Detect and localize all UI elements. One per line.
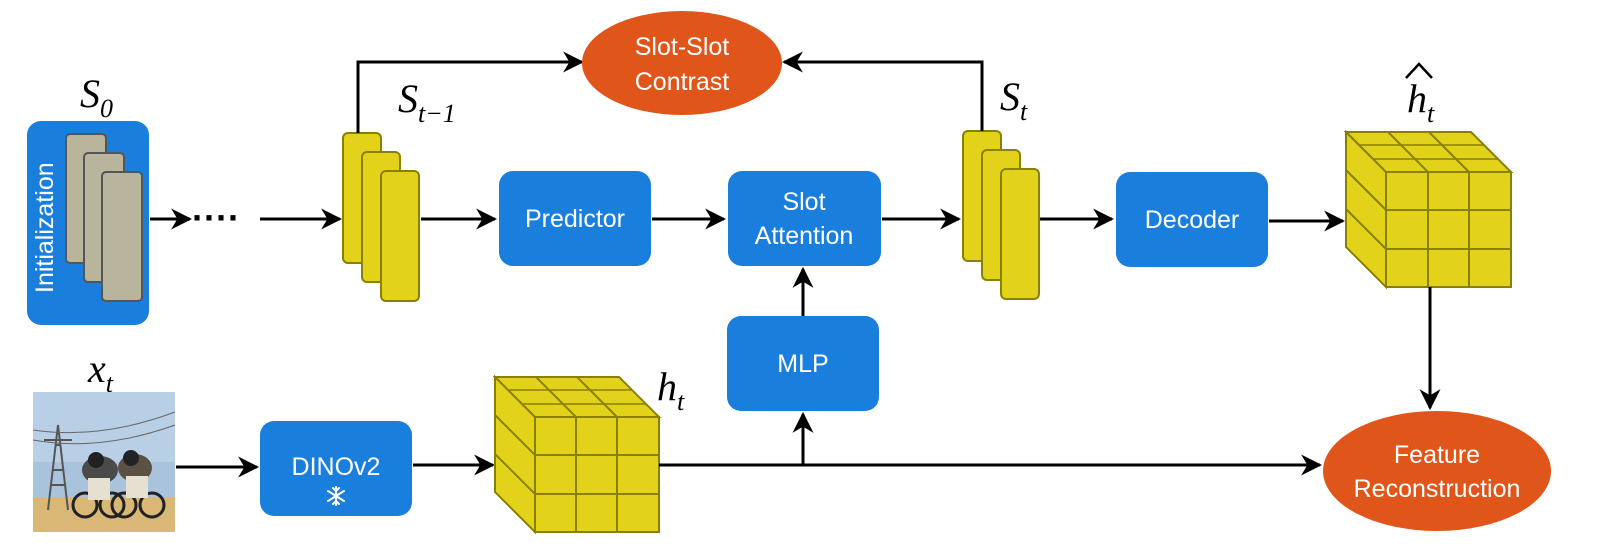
mlp-box — [727, 316, 879, 411]
decoder-box — [1116, 172, 1268, 267]
contrast-label-line2: Contrast — [635, 68, 730, 96]
slot-attention-label-line1: Slot — [782, 188, 825, 216]
predictor-box — [499, 171, 651, 266]
reconstruction-label-line2: Reconstruction — [1354, 475, 1521, 503]
dinov2-block: DINOv2 — [260, 421, 412, 516]
xt-label: xt — [87, 346, 114, 398]
slot-attention-box — [728, 171, 881, 266]
mlp-block: MLP — [727, 316, 879, 411]
dinov2-box — [260, 421, 412, 516]
dinov2-label: DINOv2 — [292, 453, 381, 481]
ht-label: ht — [657, 364, 685, 416]
s0-label: S0 — [80, 71, 113, 123]
predictor-block: Predictor — [499, 171, 651, 266]
input-image: xt — [32, 346, 176, 532]
init-slot-card — [101, 171, 143, 302]
slot-card — [1000, 168, 1040, 300]
contrast-ellipse — [582, 11, 782, 115]
decoder-block: Decoder — [1116, 172, 1268, 267]
hhat-feature-cube: ht — [1343, 62, 1514, 290]
snowflake-icon — [327, 486, 345, 506]
predictor-label: Predictor — [525, 205, 625, 233]
mlp-label: MLP — [777, 350, 828, 378]
slots-curr-label: St — [1000, 74, 1028, 126]
ellipsis-dots: ···· — [192, 197, 240, 238]
arrow-slots-prev-to-contrast — [356, 51, 585, 133]
slot-attention-label-line2: Attention — [755, 222, 854, 250]
slot-attention-block: Slot Attention — [728, 171, 881, 266]
feature-reconstruction: Feature Reconstruction — [1323, 411, 1551, 531]
reconstruction-label-line1: Feature — [1394, 441, 1480, 469]
slots-prev-stack: St−1 — [342, 76, 456, 302]
hhat-label: ht — [1407, 76, 1435, 128]
initialization-block: Initialization S0 — [27, 71, 149, 325]
reconstruction-ellipse — [1323, 411, 1551, 531]
contrast-label-line1: Slot-Slot — [635, 33, 730, 61]
arrow-slots-curr-to-contrast — [781, 51, 984, 131]
slots-curr-stack: St — [962, 74, 1040, 300]
slot-slot-contrast: Slot-Slot Contrast — [582, 11, 782, 115]
decoder-label: Decoder — [1145, 206, 1240, 234]
slots-prev-label: St−1 — [398, 76, 456, 128]
ht-feature-cube: ht — [492, 364, 685, 535]
slot-card — [380, 170, 420, 302]
hat-accent — [1405, 62, 1433, 79]
initialization-label: Initialization — [31, 162, 59, 293]
